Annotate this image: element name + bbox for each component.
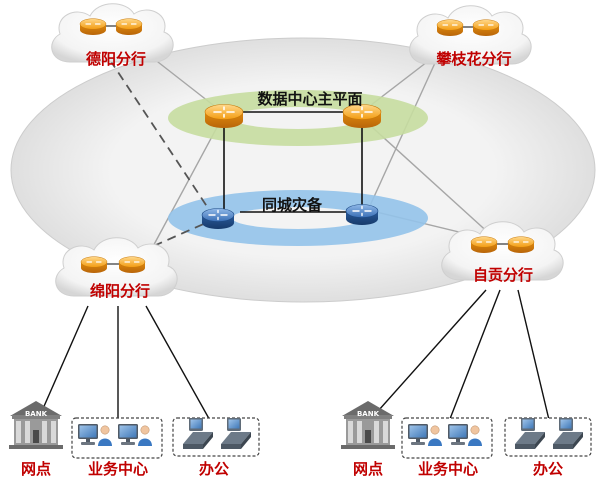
mianyang-branch-cloud: 绵阳分行	[55, 237, 178, 300]
bank-sign: BANK	[357, 410, 380, 418]
router-icon	[115, 18, 143, 36]
deyang-branch-cloud: 德阳分行	[51, 3, 174, 68]
right-outlet: BANK 网点	[341, 401, 395, 478]
core-network-region	[10, 37, 596, 303]
router-icon	[79, 18, 107, 36]
bank-sign: BANK	[25, 410, 48, 418]
dr-router-left-icon	[201, 207, 235, 230]
right-business-center: 业务中心	[401, 417, 493, 478]
main-dc-router-right-icon	[342, 103, 382, 129]
deyang-branch-label: 德阳分行	[86, 50, 146, 68]
dr-router-right-icon	[345, 203, 379, 226]
panzhihua-branch-cloud: 攀枝花分行	[409, 5, 532, 68]
left-outlet: BANK 网点	[9, 401, 63, 478]
outlet-label: 网点	[353, 460, 383, 478]
bank-icon	[341, 401, 395, 449]
router-icon	[80, 256, 108, 274]
disaster-recovery-ring	[168, 189, 428, 247]
main-dc-label: 数据中心主平面	[257, 90, 362, 108]
router-icon	[507, 236, 535, 254]
office-label: 办公	[533, 460, 563, 478]
access-links	[37, 289, 551, 425]
zigong-branch-cloud: 自贡分行	[441, 221, 564, 284]
panzhihua-branch-label: 攀枝花分行	[435, 50, 511, 68]
zigong-branch-label: 自贡分行	[473, 266, 533, 284]
router-icon	[470, 236, 498, 254]
router-icon	[436, 19, 464, 37]
main-datacenter-ring	[168, 89, 428, 147]
dr-label: 同城灾备	[262, 196, 323, 214]
office-label: 办公	[199, 460, 229, 478]
left-office: 办公	[172, 417, 260, 478]
left-business-center: 业务中心	[71, 417, 163, 478]
outlet-label: 网点	[21, 460, 51, 478]
mianyang-branch-label: 绵阳分行	[90, 282, 150, 300]
business-center-label: 业务中心	[88, 460, 148, 478]
router-icon	[118, 256, 146, 274]
right-office: 办公	[504, 417, 592, 478]
main-dc-router-left-icon	[204, 103, 244, 129]
backup-links	[109, 59, 213, 253]
bank-icon	[9, 401, 63, 449]
business-center-label: 业务中心	[418, 460, 478, 478]
datacenter-links	[223, 111, 363, 214]
router-icon	[472, 19, 500, 37]
